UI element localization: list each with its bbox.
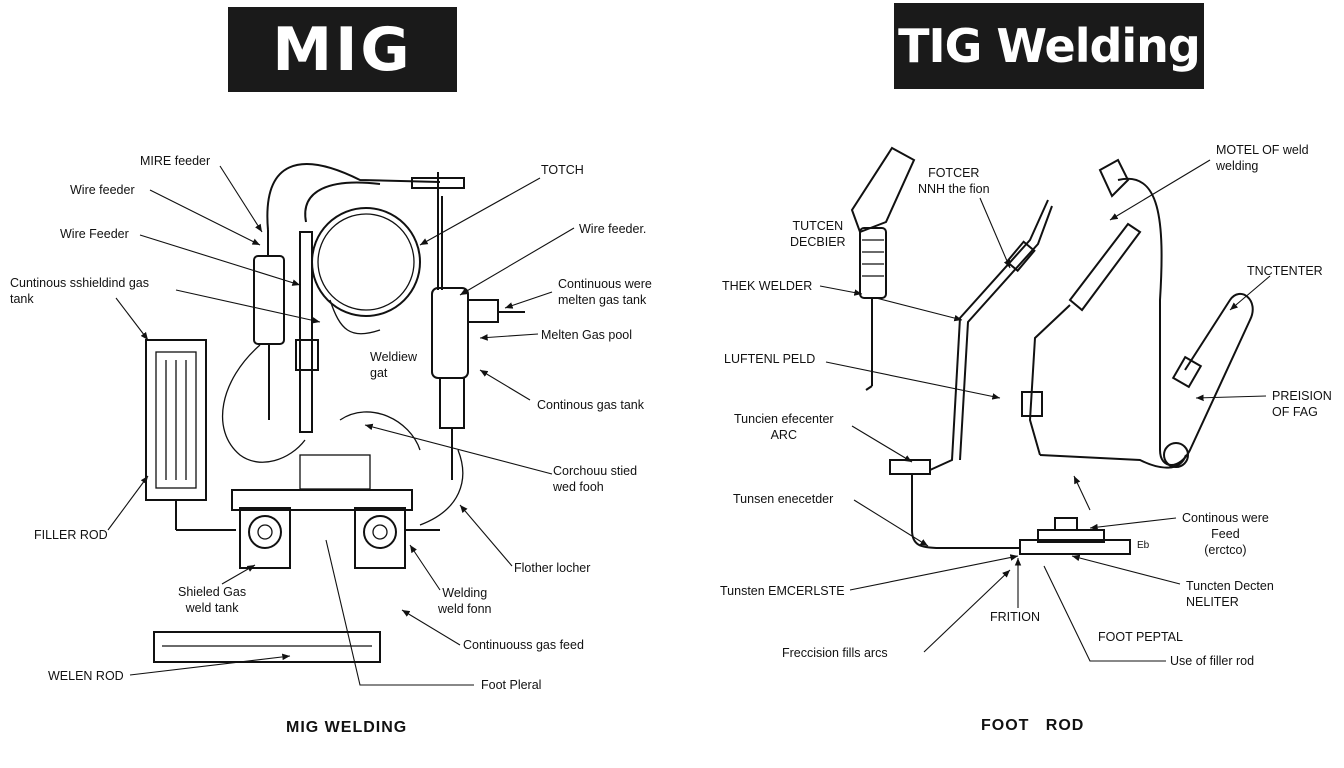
label-luftenl-peld: LUFTENL PELD xyxy=(724,352,816,366)
label-tunsen-enecetder: Tunsen enecetder xyxy=(733,492,834,506)
mig-wire-coil xyxy=(311,207,421,317)
label-continuous-were: Continuous were melten gas tank xyxy=(558,277,652,307)
tig-torch-drawing xyxy=(850,146,1254,555)
tig-torch-head xyxy=(850,146,916,234)
mig-hose-top xyxy=(266,163,441,231)
label-eb: Eb xyxy=(1137,540,1150,551)
label-freccision: Freccision fills arcs xyxy=(782,646,888,660)
mig-machine-drawing xyxy=(145,163,525,663)
label-preision: PREISION OF FAG xyxy=(1272,389,1332,419)
label-totch: TOTCH xyxy=(541,163,584,177)
label-melten-gas-pool: Melten Gas pool xyxy=(541,328,633,342)
label-use-of-filler-rod: Use of filler rod xyxy=(1170,654,1255,668)
label-tnctenter: TNCTENTER xyxy=(1247,264,1323,278)
tig-fitting xyxy=(889,459,931,475)
label-filler-rod: FILLER ROD xyxy=(34,528,108,542)
mig-welen-rod xyxy=(153,631,381,663)
label-wire-feeder-2: Wire Feeder xyxy=(60,227,129,241)
mig-title: MIG xyxy=(228,7,457,92)
tig-frame xyxy=(1117,177,1254,466)
label-continous-gas-tank: Continous gas tank xyxy=(537,398,645,412)
label-continuous-gas-feed: Continuouss gas feed xyxy=(463,638,584,652)
label-continous-were-feed: Continous were Feed (erctco) xyxy=(1182,511,1269,557)
label-foot-peptal: FOOT PEPTAL xyxy=(1098,630,1183,644)
tig-leader-lines xyxy=(819,159,1271,662)
label-thek-welder: THEK WELDER xyxy=(722,279,813,293)
mig-base-plate xyxy=(231,489,413,511)
label-shieled-gas: Shieled Gas weld tank xyxy=(178,585,247,615)
mig-gun xyxy=(431,287,469,379)
mig-feeder-cylinder xyxy=(253,255,285,345)
label-foot-pleral: Foot Pleral xyxy=(481,678,542,692)
label-weldiew-gat: Weldiew gat xyxy=(370,350,418,380)
label-wire-feeder-1: Wire feeder xyxy=(70,183,135,197)
label-tuncien-arc: Tuncien efecenter ARC xyxy=(734,412,834,442)
tig-torch-body xyxy=(1068,222,1142,312)
mig-roller-left xyxy=(239,507,291,569)
label-fotcer: FOTCER NNH the fion xyxy=(918,166,990,196)
mig-leader-lines xyxy=(107,165,575,686)
label-tutcen: TUTCEN DECBIER xyxy=(790,219,846,249)
label-frition: FRITION xyxy=(990,610,1040,624)
label-welding-weld-fonn: Welding weld fonn xyxy=(438,586,492,616)
label-welen-rod: WELEN ROD xyxy=(48,669,124,683)
tig-work-piece xyxy=(1019,539,1131,555)
mig-caption: MIG WELDING xyxy=(286,719,408,736)
label-motel: MOTEL OF weld welding xyxy=(1216,143,1309,173)
tig-caption: FOOT ROD xyxy=(981,717,1085,734)
mig-roller-right xyxy=(354,507,406,569)
label-tunsten-emcerlste: Tunsten EMCERLSTE xyxy=(720,584,845,598)
tig-arm-tube xyxy=(929,199,1049,471)
tig-torch-handle xyxy=(859,227,887,299)
label-tuncten-decten: Tuncten Decten NELITER xyxy=(1186,579,1274,609)
label-wire-feeder-3: Wire feeder. xyxy=(579,222,647,236)
label-corchouu: Corchouu stied wed fooh xyxy=(553,464,638,494)
label-shielding-gas-tank: Cuntinous sshieldind gas tank xyxy=(10,276,149,306)
tig-title: TIG Welding xyxy=(894,3,1204,89)
mig-center-column xyxy=(299,231,313,433)
label-mire-feeder: MIRE feeder xyxy=(140,154,211,168)
label-flother-locher: Flother locher xyxy=(514,561,591,575)
